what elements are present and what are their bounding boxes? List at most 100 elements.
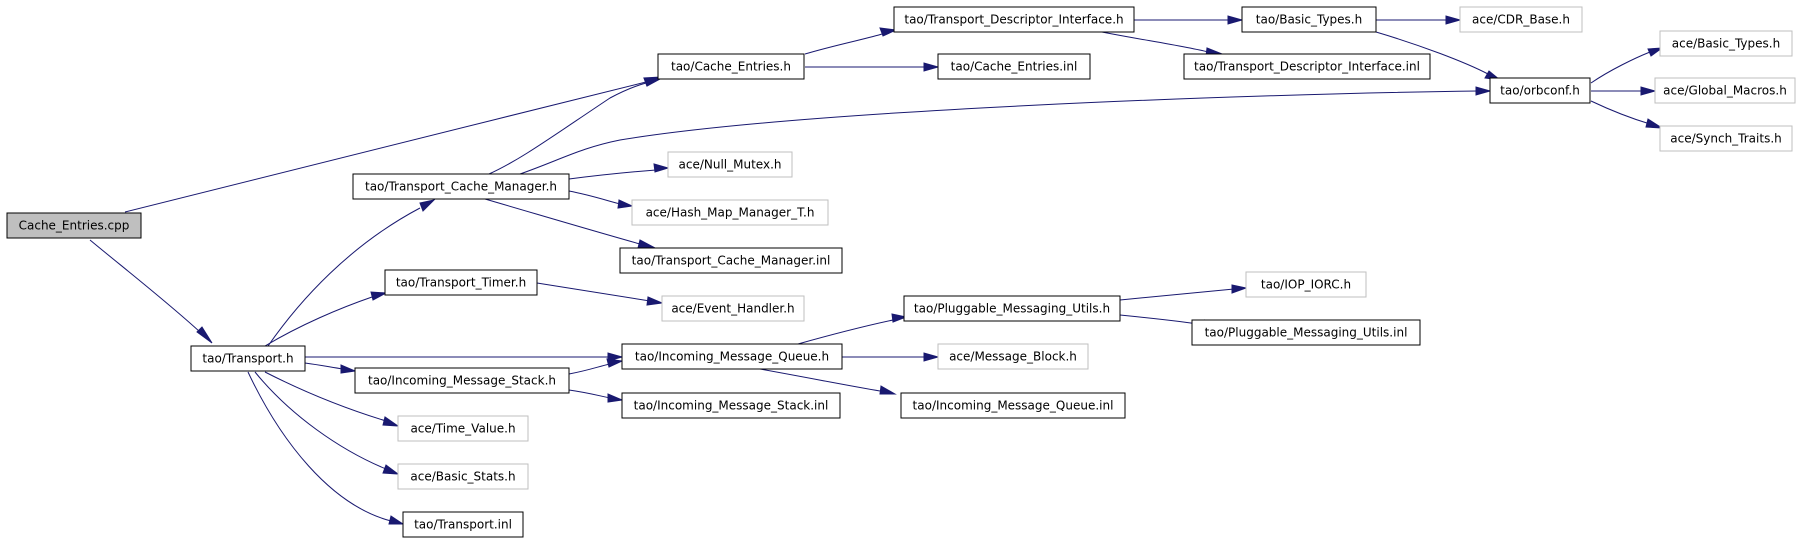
dependency-edge xyxy=(805,62,940,72)
node-tao-transport-cache-manager-inl[interactable]: tao/Transport_Cache_Manager.inl xyxy=(619,247,843,274)
edge-arrowhead xyxy=(923,62,940,72)
node-tao-transport-descriptor-interface-h[interactable]: tao/Transport_Descriptor_Interface.h xyxy=(893,6,1135,33)
node-box xyxy=(1191,319,1421,346)
dependency-edge xyxy=(264,291,388,347)
node-box xyxy=(397,463,529,490)
node-label: Cache_Entries.cpp xyxy=(19,219,130,233)
nodes: Cache_Entries.cpp tao/Cache_Entries.h tao/… xyxy=(6,6,1796,538)
edge-line xyxy=(759,368,881,392)
dependency-edge xyxy=(568,190,634,209)
node-box xyxy=(621,392,841,419)
edge-arrowhead xyxy=(879,27,898,37)
node-label: tao/Pluggable_Messaging_Utils.inl xyxy=(1205,326,1408,340)
dependency-edge xyxy=(1591,86,1657,96)
node-box xyxy=(397,415,529,442)
dependency-edge xyxy=(1590,100,1664,129)
node-tao-cache-entries-h[interactable]: tao/Cache_Entries.h xyxy=(657,53,805,80)
edge-arrowhead xyxy=(1645,118,1664,129)
edge-arrowhead xyxy=(607,393,624,403)
node-ace-basic-types-h: ace/Basic_Types.h xyxy=(1659,30,1793,57)
node-label: tao/Pluggable_Messaging_Utils.h xyxy=(914,302,1110,316)
edge-line xyxy=(1590,100,1651,125)
dependency-edge xyxy=(305,352,624,362)
dependency-edge xyxy=(488,77,662,175)
node-tao-incoming-message-stack-h[interactable]: tao/Incoming_Message_Stack.h xyxy=(354,367,570,394)
node-label: ace/Global_Macros.h xyxy=(1663,84,1787,98)
edge-line xyxy=(1119,288,1235,301)
dependency-edge xyxy=(1376,15,1462,25)
node-box xyxy=(190,345,306,372)
node-box xyxy=(621,343,843,370)
node-label: tao/Transport.inl xyxy=(414,518,512,532)
node-tao-transport-cache-manager-h[interactable]: tao/Transport_Cache_Manager.h xyxy=(352,173,570,200)
node-box xyxy=(402,511,524,538)
edge-arrowhead xyxy=(923,352,940,362)
edge-line xyxy=(488,82,647,175)
node-tao-basic-types-h[interactable]: tao/Basic_Types.h xyxy=(1241,6,1377,33)
edge-line xyxy=(247,371,392,522)
node-box xyxy=(619,247,843,274)
dependency-edge xyxy=(247,371,405,525)
node-tao-transport-inl[interactable]: tao/Transport.inl xyxy=(402,511,524,538)
dependency-edge xyxy=(254,371,400,475)
node-label: tao/IOP_IORC.h xyxy=(1261,278,1351,292)
dependency-edge xyxy=(484,198,656,249)
node-label: tao/Transport_Cache_Manager.inl xyxy=(632,254,831,268)
dependency-edge xyxy=(264,371,400,427)
edge-line xyxy=(1091,29,1209,53)
dependency-edge xyxy=(536,282,664,306)
node-label: tao/Cache_Entries.h xyxy=(671,60,791,74)
node-label: ace/Message_Block.h xyxy=(949,350,1077,364)
dependency-edge xyxy=(568,358,624,375)
edge-arrowhead xyxy=(643,77,662,87)
node-tao-transport-descriptor-interface-inl[interactable]: tao/Transport_Descriptor_Interface.inl xyxy=(1183,53,1431,80)
edge-line xyxy=(797,319,894,345)
edge-arrowhead xyxy=(382,464,400,475)
edge-line xyxy=(254,371,387,470)
edge-arrowhead xyxy=(388,515,405,525)
node-label: ace/Null_Mutex.h xyxy=(679,158,782,172)
node-box xyxy=(1659,30,1793,57)
edge-arrowhead xyxy=(891,313,908,323)
edge-arrowhead xyxy=(1231,284,1248,294)
node-tao-cache-entries-inl[interactable]: tao/Cache_Entries.inl xyxy=(937,53,1091,80)
edge-line xyxy=(1590,51,1651,84)
node-box xyxy=(900,392,1126,419)
edge-line xyxy=(804,33,883,55)
node-box xyxy=(384,269,538,296)
dependency-edge xyxy=(89,239,213,344)
node-label: tao/Incoming_Message_Stack.inl xyxy=(634,399,829,413)
node-tao-incoming-message-queue-h[interactable]: tao/Incoming_Message_Queue.h xyxy=(621,343,843,370)
dependency-edge xyxy=(568,163,670,180)
edge-arrowhead xyxy=(1475,86,1492,96)
dependency-edge xyxy=(804,27,898,55)
node-label: tao/Basic_Types.h xyxy=(1256,13,1362,27)
node-box xyxy=(1659,125,1793,152)
node-cache-entries-cpp: Cache_Entries.cpp xyxy=(6,212,142,239)
edge-line xyxy=(568,389,611,399)
node-tao-transport-h[interactable]: tao/Transport.h xyxy=(190,345,306,372)
dependency-edge xyxy=(304,362,357,374)
edge-arrowhead xyxy=(617,199,634,209)
node-ace-message-block-h: ace/Message_Block.h xyxy=(937,343,1089,370)
node-label: ace/Basic_Types.h xyxy=(1672,37,1780,51)
edge-line xyxy=(89,239,201,333)
edge-arrowhead xyxy=(1445,15,1462,25)
node-box xyxy=(667,151,793,178)
edge-arrowhead xyxy=(606,358,624,368)
node-tao-pluggable-messaging-utils-inl[interactable]: tao/Pluggable_Messaging_Utils.inl xyxy=(1191,319,1421,346)
node-tao-incoming-message-stack-inl[interactable]: tao/Incoming_Message_Stack.inl xyxy=(621,392,841,419)
node-tao-pluggable-messaging-utils-h[interactable]: tao/Pluggable_Messaging_Utils.h xyxy=(903,295,1121,322)
edge-arrowhead xyxy=(1640,86,1657,96)
node-box xyxy=(937,53,1091,80)
node-tao-incoming-message-queue-inl[interactable]: tao/Incoming_Message_Queue.inl xyxy=(900,392,1126,419)
node-box xyxy=(631,199,829,226)
node-box xyxy=(937,343,1089,370)
node-label: ace/Synch_Traits.h xyxy=(1670,132,1781,146)
node-tao-orbconf-h[interactable]: tao/orbconf.h xyxy=(1489,77,1591,104)
node-box xyxy=(1183,53,1431,80)
edge-line xyxy=(267,207,421,347)
edge-arrowhead xyxy=(607,352,624,362)
node-tao-transport-timer-h[interactable]: tao/Transport_Timer.h xyxy=(384,269,538,296)
